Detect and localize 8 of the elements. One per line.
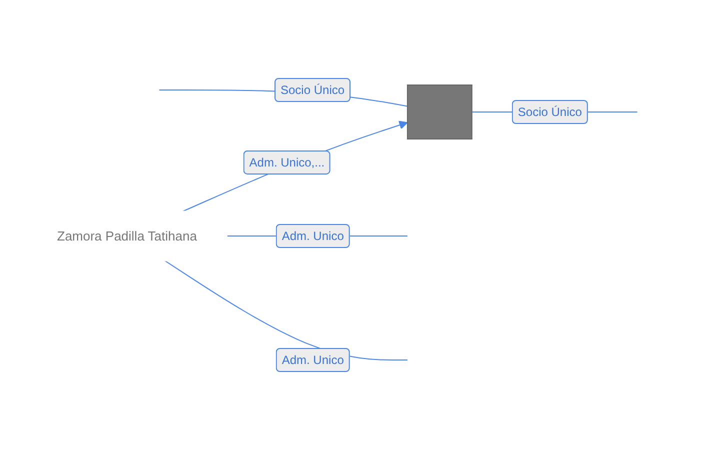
edge-label: Adm. Unico (281, 353, 344, 367)
arrow (182, 120, 408, 212)
edge-label: Socio Único (518, 105, 582, 119)
edge-label: Socio Único (280, 83, 344, 97)
edge-label: Adm. Unico,... (248, 155, 324, 170)
node-building (406, 84, 472, 140)
edge-label: Adm. Unico (281, 229, 344, 243)
node-text: Zamora Padilla Tatihana (56, 228, 197, 244)
